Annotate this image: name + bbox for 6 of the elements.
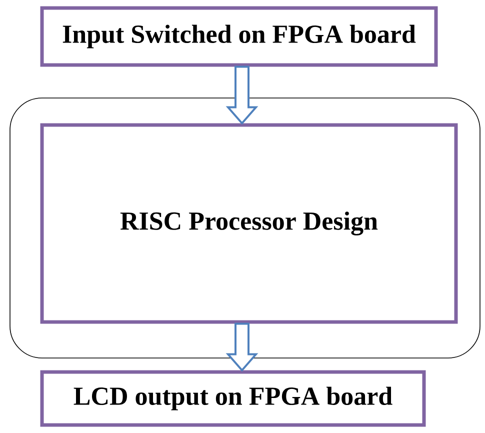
container-outline bbox=[10, 98, 480, 358]
process-box: LCD output on FPGA board bbox=[40, 370, 426, 427]
block-arrow bbox=[226, 66, 258, 125]
process-box: RISC Processor Design bbox=[40, 123, 458, 324]
process-box: Input Switched on FPGA board bbox=[40, 6, 438, 67]
block-arrow bbox=[226, 322, 258, 372]
